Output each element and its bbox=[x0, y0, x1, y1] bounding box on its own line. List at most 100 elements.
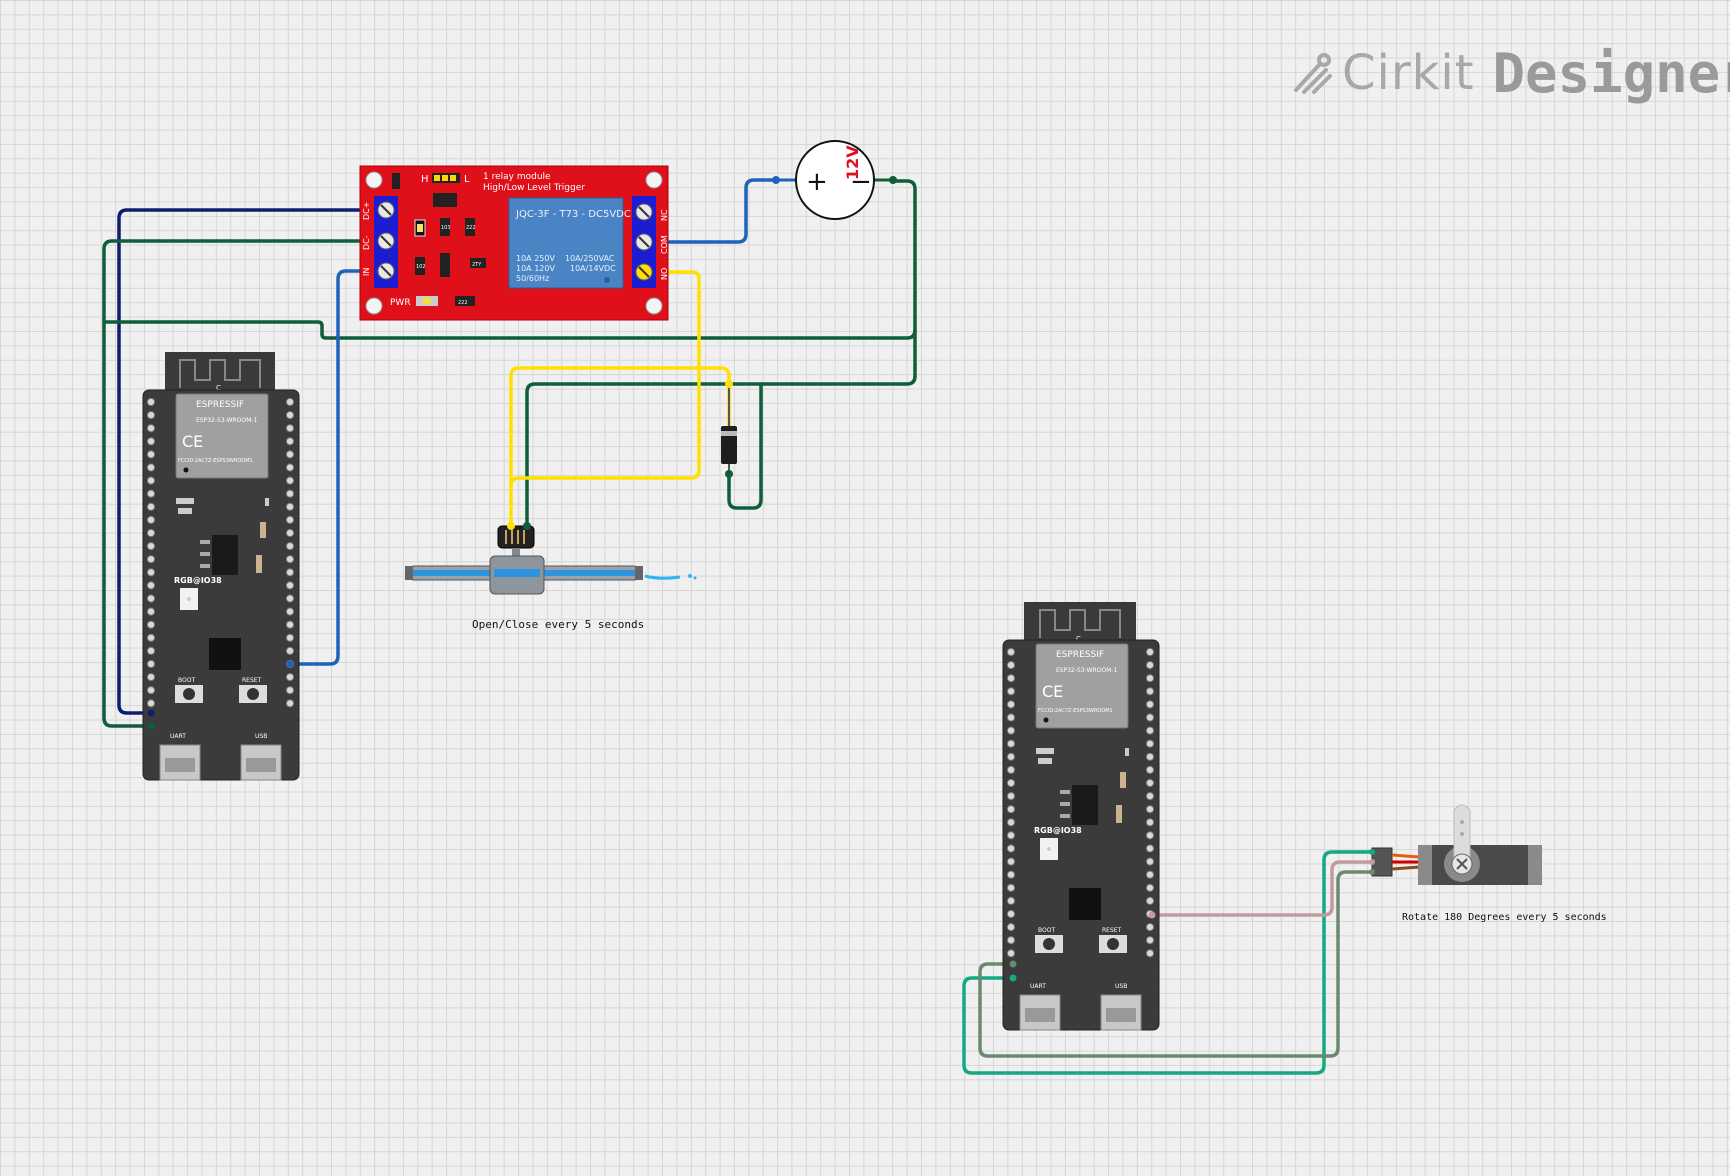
left-header-pin[interactable] bbox=[1006, 805, 1016, 814]
left-header-pin[interactable] bbox=[146, 673, 156, 682]
solenoid-valve[interactable] bbox=[405, 522, 697, 595]
wire-servo-vcc[interactable] bbox=[962, 850, 1376, 1075]
left-header-pin[interactable] bbox=[146, 555, 156, 564]
left-header-pin[interactable] bbox=[1006, 778, 1016, 788]
right-header-pin[interactable] bbox=[285, 528, 295, 538]
left-header-pin[interactable] bbox=[146, 646, 156, 656]
left-header-pin[interactable] bbox=[146, 463, 156, 472]
right-header-pin[interactable] bbox=[1145, 778, 1155, 788]
usb-port[interactable] bbox=[240, 744, 282, 781]
left-header-pin[interactable] bbox=[146, 515, 156, 525]
right-header-pin[interactable] bbox=[1145, 844, 1155, 853]
wire-com-battery[interactable] bbox=[642, 178, 778, 244]
right-header-pin[interactable] bbox=[285, 502, 295, 511]
left-header-pin[interactable] bbox=[1006, 896, 1016, 906]
left-header-pin[interactable] bbox=[1006, 726, 1016, 735]
wire-dc-minus[interactable] bbox=[102, 239, 387, 728]
relay-module[interactable]: H L 1 relay module High/Low Level Trigge… bbox=[359, 165, 669, 321]
right-header-pin[interactable] bbox=[285, 515, 295, 525]
right-header-pin[interactable] bbox=[1145, 949, 1155, 958]
esp2-header-pins[interactable] bbox=[1006, 647, 1155, 958]
wire-dc-plus[interactable] bbox=[117, 208, 387, 715]
right-header-pin[interactable] bbox=[1145, 896, 1155, 906]
left-header-pin[interactable] bbox=[1006, 870, 1016, 879]
left-header-pin[interactable] bbox=[146, 633, 156, 642]
right-header-pin[interactable] bbox=[285, 476, 295, 485]
right-header-pin[interactable] bbox=[285, 646, 295, 656]
right-header-pin[interactable] bbox=[1145, 805, 1155, 814]
left-header-pin[interactable] bbox=[1006, 923, 1016, 932]
left-header-pin[interactable] bbox=[146, 620, 156, 629]
right-header-pin[interactable] bbox=[285, 542, 295, 551]
esp32-board-1[interactable]: C ESPRESSIF ESP32-S3-WROOM-1 CE FCCID:2A… bbox=[142, 352, 300, 781]
wire-diode-loop[interactable] bbox=[727, 382, 763, 510]
boot-button-2[interactable] bbox=[1035, 935, 1063, 953]
right-header-pin[interactable] bbox=[285, 581, 295, 590]
left-header-pin[interactable] bbox=[146, 542, 156, 551]
left-header-pin[interactable] bbox=[1006, 661, 1016, 670]
right-header-pin[interactable] bbox=[1145, 831, 1155, 840]
left-header-pin[interactable] bbox=[146, 568, 156, 577]
uart-port[interactable] bbox=[159, 744, 201, 781]
right-header-pin[interactable] bbox=[1145, 739, 1155, 748]
left-header-pin[interactable] bbox=[146, 411, 156, 420]
left-header-pin[interactable] bbox=[1006, 844, 1016, 853]
usb-port-2[interactable] bbox=[1100, 994, 1142, 1031]
right-header-pin[interactable] bbox=[1145, 818, 1155, 827]
right-header-pin[interactable] bbox=[1145, 674, 1155, 683]
right-header-pin[interactable] bbox=[285, 411, 295, 420]
left-header-pin[interactable] bbox=[146, 659, 156, 669]
left-header-pin[interactable] bbox=[146, 528, 156, 538]
wire-signal-in[interactable] bbox=[288, 269, 387, 666]
left-header-pin[interactable] bbox=[146, 607, 156, 616]
reset-button[interactable] bbox=[239, 685, 267, 703]
left-header-pin[interactable] bbox=[1006, 752, 1016, 761]
left-header-pin[interactable] bbox=[1006, 765, 1016, 775]
right-header-pin[interactable] bbox=[285, 633, 295, 642]
right-header-pin[interactable] bbox=[285, 437, 295, 446]
left-header-pin[interactable] bbox=[1006, 713, 1016, 722]
right-header-pin[interactable] bbox=[285, 489, 295, 498]
right-header-pin[interactable] bbox=[1145, 870, 1155, 879]
servo-motor[interactable] bbox=[1369, 804, 1542, 885]
wire-servo-gnd[interactable] bbox=[978, 870, 1376, 1058]
wire-ground-rail[interactable] bbox=[102, 179, 917, 340]
left-header-pin[interactable] bbox=[1006, 831, 1016, 840]
right-header-pin[interactable] bbox=[1145, 883, 1155, 892]
left-header-pin[interactable] bbox=[1006, 700, 1016, 709]
left-header-pin[interactable] bbox=[146, 424, 156, 433]
right-header-pin[interactable] bbox=[285, 686, 295, 695]
right-header-pin[interactable] bbox=[285, 594, 295, 603]
left-header-pin[interactable] bbox=[1006, 818, 1016, 827]
right-header-pin[interactable] bbox=[1145, 713, 1155, 722]
right-header-pin[interactable] bbox=[1145, 792, 1155, 801]
left-header-pin[interactable] bbox=[146, 450, 156, 459]
left-header-pin[interactable] bbox=[146, 686, 156, 695]
boot-button[interactable] bbox=[175, 685, 203, 703]
right-header-pin[interactable] bbox=[1145, 687, 1155, 696]
right-header-pin[interactable] bbox=[1145, 923, 1155, 932]
left-header-pin[interactable] bbox=[146, 581, 156, 590]
left-header-pin[interactable] bbox=[1006, 909, 1016, 919]
left-header-pin[interactable] bbox=[1006, 647, 1016, 657]
right-header-pin[interactable] bbox=[1145, 936, 1155, 945]
flyback-diode[interactable] bbox=[721, 380, 737, 478]
left-header-pin[interactable] bbox=[146, 699, 156, 708]
right-header-pin[interactable] bbox=[285, 555, 295, 564]
left-header-pin[interactable] bbox=[1006, 883, 1016, 892]
right-header-pin[interactable] bbox=[285, 607, 295, 616]
right-header-pin[interactable] bbox=[285, 397, 295, 407]
right-header-pin[interactable] bbox=[1145, 661, 1155, 670]
left-header-pin[interactable] bbox=[146, 502, 156, 511]
left-header-pin[interactable] bbox=[146, 594, 156, 603]
right-header-pin[interactable] bbox=[285, 424, 295, 433]
right-header-pin[interactable] bbox=[285, 673, 295, 682]
wire-servo-signal[interactable] bbox=[1150, 860, 1376, 917]
right-header-pin[interactable] bbox=[1145, 700, 1155, 709]
right-header-pin[interactable] bbox=[285, 568, 295, 577]
right-header-pin[interactable] bbox=[285, 699, 295, 708]
left-header-pin[interactable] bbox=[1006, 936, 1016, 945]
right-header-pin[interactable] bbox=[285, 620, 295, 629]
left-header-pin[interactable] bbox=[1006, 857, 1016, 866]
